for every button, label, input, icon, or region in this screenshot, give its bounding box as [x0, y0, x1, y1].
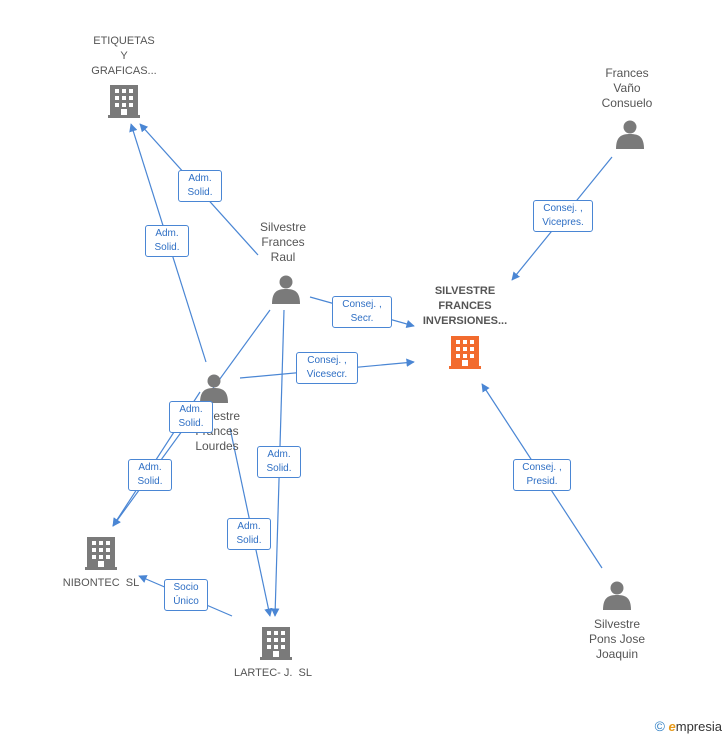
edge-label-line: Socio: [173, 582, 199, 593]
label-line: Frances: [261, 235, 305, 249]
edge-label-raul-lartec[interactable]: Adm. Solid.: [257, 446, 301, 478]
edge-label-line: Solid.: [187, 187, 213, 198]
edge-label-raul-inversiones[interactable]: Consej. , Secr.: [332, 296, 392, 328]
edge-label-pons-inversiones[interactable]: Consej. , Presid.: [513, 459, 571, 491]
building-icon: [108, 85, 140, 118]
edge-label-raul-etiquetas[interactable]: Adm. Solid.: [178, 170, 222, 202]
edge-label-line: Vicesecr.: [306, 369, 348, 380]
node-label-nibontec[interactable]: NIBONTEC SL: [46, 576, 156, 591]
edge-label-line: Adm.: [188, 173, 212, 184]
label-line: Vaño: [613, 81, 641, 95]
node-label-silvestre-raul[interactable]: Silvestre Frances Raul: [238, 220, 328, 265]
edge-label-line: Adm.: [267, 449, 291, 460]
person-icon: [603, 581, 631, 610]
edge-label-line: Consej. ,: [307, 355, 347, 366]
edge-label-vano-inversiones[interactable]: Consej. , Vicepres.: [533, 200, 593, 232]
brand-name: mpresia: [675, 719, 722, 734]
edge-label-lourdes-inversiones[interactable]: Consej. , Vicesecr.: [296, 352, 358, 384]
building-icon: [85, 537, 117, 570]
person-icon: [616, 120, 644, 149]
edge-label-line: Solid.: [178, 418, 204, 429]
edge-label-line: Consej. ,: [342, 299, 382, 310]
node-label-etiquetas[interactable]: ETIQUETAS Y GRAFICAS...: [74, 34, 174, 79]
building-icon: [260, 627, 292, 660]
edge-label-line: Presid.: [526, 476, 558, 487]
label-line: GRAFICAS...: [91, 65, 157, 77]
label-line: LARTEC- J. SL: [233, 667, 313, 679]
edge-label-line: Vicepres.: [542, 217, 584, 228]
edge-label-line: Solid.: [266, 463, 292, 474]
label-line: Silvestre: [259, 220, 306, 234]
brand-initial: e: [668, 719, 676, 734]
node-label-silvestre-pons[interactable]: Silvestre Pons Jose Joaquin: [572, 617, 662, 662]
label-line: Frances: [605, 66, 649, 80]
person-icon: [200, 374, 228, 403]
label-line: ETIQUETAS: [93, 35, 155, 47]
node-label-lartec[interactable]: LARTEC- J. SL: [218, 666, 328, 681]
label-line: Consuelo: [601, 96, 653, 110]
edge-label-line: Solid.: [236, 535, 262, 546]
copyright-symbol: ©: [654, 718, 665, 734]
edge-label-lourdes-nibontec[interactable]: Adm. Solid.: [128, 459, 172, 491]
edge-label-line: Solid.: [154, 242, 180, 253]
label-line: Lourdes: [195, 439, 239, 453]
label-line: Joaquin: [595, 647, 639, 661]
node-label-frances-vano[interactable]: Frances Vaño Consuelo: [582, 66, 672, 111]
label-line: SILVESTRE: [434, 285, 496, 297]
edge-label-line: Consej. ,: [522, 462, 562, 473]
person-icon: [272, 275, 300, 304]
edge-label-line: Solid.: [137, 476, 163, 487]
edge-label-line: Adm.: [237, 521, 261, 532]
label-line: INVERSIONES...: [422, 315, 508, 327]
label-line: Y: [120, 50, 128, 62]
label-line: Silvestre: [593, 617, 640, 631]
edge-label-line: Único: [173, 596, 199, 607]
label-line: FRANCES: [438, 300, 492, 312]
edge-label-line: Adm.: [138, 462, 162, 473]
building-icon-main: [449, 336, 481, 369]
edge-label-raul-nibontec[interactable]: Adm. Solid.: [169, 401, 213, 433]
edge-label-line: Adm.: [155, 228, 179, 239]
label-line: Pons Jose: [588, 632, 646, 646]
label-line: Raul: [270, 250, 296, 264]
edge-label-line: Adm.: [179, 404, 203, 415]
label-line: NIBONTEC SL: [62, 577, 140, 589]
edge-label-lartec-nibontec[interactable]: Socio Único: [164, 579, 208, 611]
edge-label-line: Secr.: [350, 313, 374, 324]
edge-label-lourdes-lartec[interactable]: Adm. Solid.: [227, 518, 271, 550]
brand-watermark: © empresia: [655, 718, 722, 734]
edge-label-line: Consej. ,: [543, 203, 583, 214]
node-label-silvestre-inversiones[interactable]: SILVESTRE FRANCES INVERSIONES...: [405, 284, 525, 329]
edge-label-lourdes-etiquetas[interactable]: Adm. Solid.: [145, 225, 189, 257]
